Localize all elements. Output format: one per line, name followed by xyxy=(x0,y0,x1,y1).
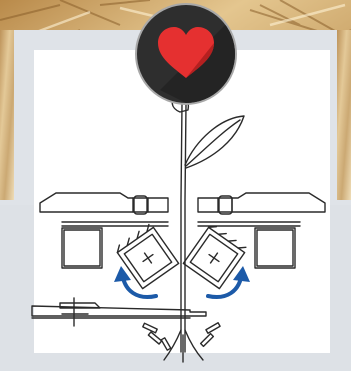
harvester-diagram xyxy=(0,0,351,371)
illustration xyxy=(0,0,351,371)
